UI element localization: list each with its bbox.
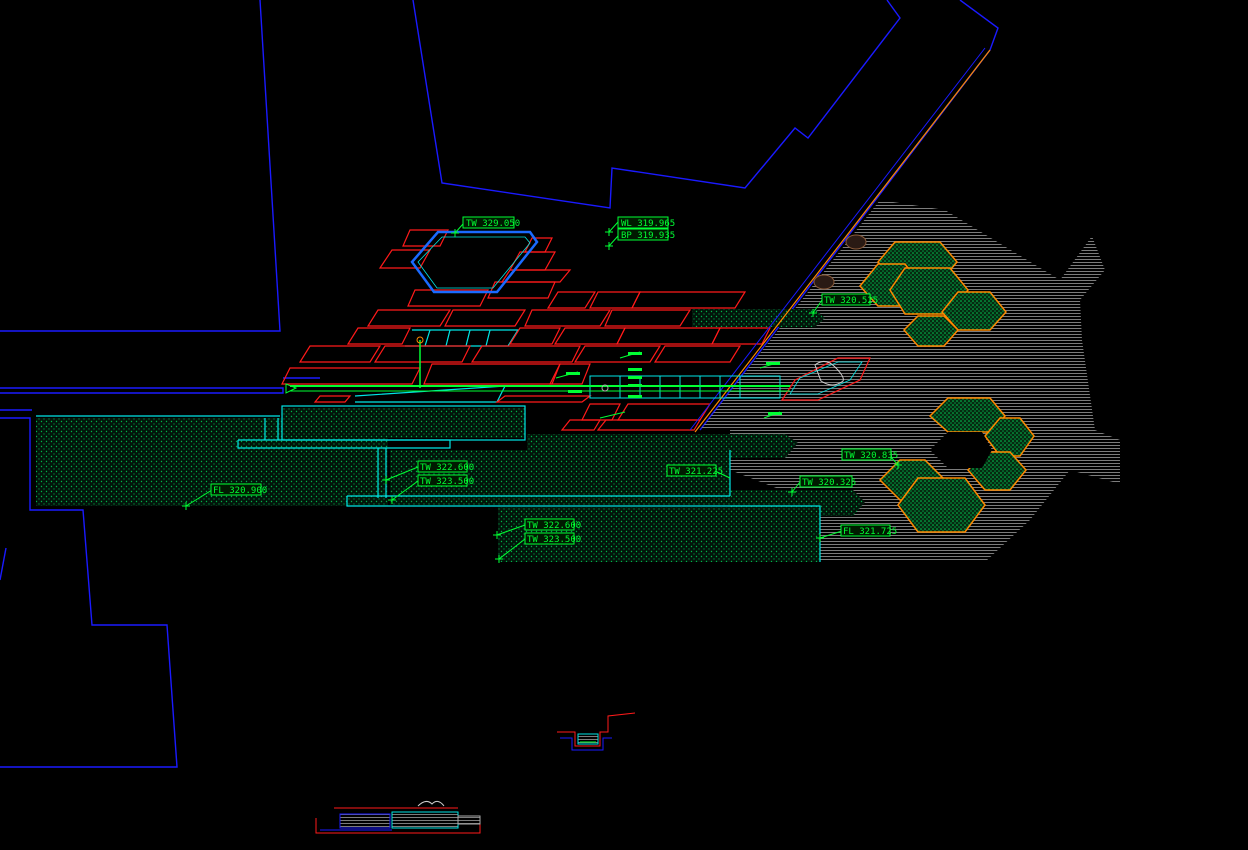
- planting-bed-center: [390, 450, 730, 505]
- svg-text:TW 322.600: TW 322.600: [420, 463, 474, 473]
- svg-text:FL 321.725: FL 321.725: [843, 527, 897, 537]
- spot-level-labels: TW 329.050 WL 319.965 BP 319.935 TW 320.…: [210, 216, 898, 545]
- section-detail-1: [557, 712, 636, 751]
- level-crosses: [182, 228, 902, 563]
- water-feature: [410, 230, 539, 294]
- small-tags: [566, 352, 782, 415]
- planting-strip-east: [730, 490, 865, 516]
- svg-text:TW 321.225: TW 321.225: [669, 467, 723, 477]
- label-tw-322-600-a: TW 322.600: [417, 460, 474, 473]
- svg-text:TW 323.500: TW 323.500: [420, 477, 474, 487]
- svg-text:TW 320.525: TW 320.525: [824, 296, 878, 306]
- svg-text:WL 319.965: WL 319.965: [621, 219, 675, 229]
- planting-strip-north: [692, 309, 825, 327]
- label-tw-329-050: TW 329.050: [462, 216, 520, 229]
- label-fl-321-725: FL 321.725: [840, 524, 897, 537]
- label-tw-323-500-b: TW 323.500: [524, 532, 581, 545]
- retaining-walls: [36, 329, 821, 562]
- diagonal-edge-band: [689, 47, 991, 433]
- svg-text:TW 320.325: TW 320.325: [802, 478, 856, 488]
- label-bp-319-935: BP 319.935: [617, 228, 675, 241]
- label-tw-320-325: TW 320.325: [799, 475, 856, 488]
- planting-strip-band: [527, 434, 798, 458]
- planting-beds: [36, 309, 865, 562]
- label-tw-323-500-a: TW 323.500: [417, 474, 474, 487]
- svg-text:FL 320.900: FL 320.900: [213, 486, 267, 496]
- label-tw-320-835: TW 320.835: [841, 448, 898, 461]
- label-tw-322-600-b: TW 322.600: [524, 518, 581, 531]
- sculpture-feature: [780, 357, 871, 401]
- site-boundary-lines: [0, 0, 999, 768]
- svg-text:BP 319.935: BP 319.935: [621, 231, 675, 241]
- svg-text:TW 329.050: TW 329.050: [466, 219, 520, 229]
- section-detail-2: [315, 800, 481, 834]
- svg-text:TW 322.600: TW 322.600: [527, 521, 581, 531]
- label-wl-319-965: WL 319.965: [617, 216, 675, 229]
- tree-symbols: [813, 234, 867, 290]
- paving-slabs: [281, 229, 771, 431]
- label-tw-320-525: TW 320.525: [821, 293, 878, 306]
- svg-text:TW 320.835: TW 320.835: [844, 451, 898, 461]
- label-tw-321-225: TW 321.225: [666, 464, 723, 477]
- planting-bed-upper: [282, 408, 525, 438]
- label-fl-320-900: FL 320.900: [210, 483, 267, 496]
- planting-bed-south: [498, 507, 820, 562]
- svg-text:TW 323.500: TW 323.500: [527, 535, 581, 545]
- hex-voids: [930, 432, 992, 468]
- water-channel: [285, 336, 790, 399]
